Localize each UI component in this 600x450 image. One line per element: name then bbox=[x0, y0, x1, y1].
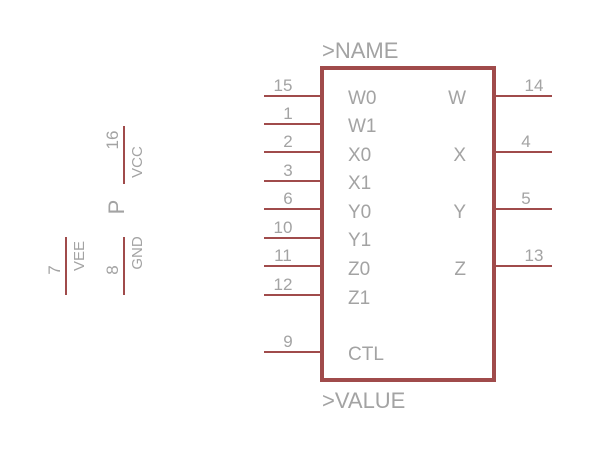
pin-label: VCC bbox=[129, 146, 146, 178]
pin-number: 1 bbox=[283, 104, 292, 123]
right-pins: 14 W 4 X 5 Y 13 Z bbox=[448, 76, 552, 280]
pin-label: W0 bbox=[348, 88, 377, 109]
pin-z1[interactable]: 12 Z1 bbox=[264, 275, 370, 309]
left-pins: 15 W0 1 W1 2 X0 3 X1 6 Y0 10 Y1 bbox=[264, 76, 384, 365]
pin-x0[interactable]: 2 X0 bbox=[264, 132, 371, 166]
pin-number: 5 bbox=[521, 189, 530, 208]
pin-label: Z0 bbox=[348, 259, 370, 280]
pin-number: 7 bbox=[45, 265, 64, 274]
power-pin-gnd[interactable]: 8 GND bbox=[103, 236, 146, 295]
power-pin-vcc[interactable]: 16 VCC bbox=[103, 126, 146, 184]
pin-label: Y0 bbox=[348, 202, 371, 223]
pin-label: W bbox=[448, 88, 466, 109]
component-body[interactable] bbox=[320, 66, 496, 382]
pin-number: 4 bbox=[521, 132, 530, 151]
pin-label: X0 bbox=[348, 145, 371, 166]
pin-number: 12 bbox=[274, 275, 293, 294]
pin-number: 14 bbox=[525, 76, 544, 95]
pin-w1[interactable]: 1 W1 bbox=[264, 104, 377, 137]
pin-number: 9 bbox=[283, 332, 292, 351]
pin-label: VEE bbox=[71, 241, 88, 271]
pin-label: W1 bbox=[348, 116, 377, 137]
pin-y[interactable]: 5 Y bbox=[453, 189, 552, 223]
pin-label: CTL bbox=[348, 344, 384, 365]
pin-number: 8 bbox=[103, 265, 122, 274]
pin-label: Z bbox=[454, 259, 466, 280]
pin-number: 16 bbox=[103, 131, 122, 150]
pin-x[interactable]: 4 X bbox=[453, 132, 552, 166]
power-part: P 16 VCC 8 GND 7 VEE bbox=[45, 126, 146, 295]
pin-number: 2 bbox=[283, 132, 292, 151]
pin-number: 11 bbox=[274, 246, 292, 265]
value-placeholder: >VALUE bbox=[322, 388, 405, 413]
pin-label: Y1 bbox=[348, 230, 371, 251]
pin-number: 3 bbox=[283, 161, 292, 180]
pin-w[interactable]: 14 W bbox=[448, 76, 552, 109]
pin-z0[interactable]: 11 Z0 bbox=[264, 246, 370, 280]
pin-label: Y bbox=[453, 202, 466, 223]
pin-y1[interactable]: 10 Y1 bbox=[264, 218, 371, 251]
pin-label: GND bbox=[129, 236, 146, 270]
pin-ctl[interactable]: 9 CTL bbox=[264, 332, 384, 365]
pin-number: 13 bbox=[525, 246, 544, 265]
pin-number: 15 bbox=[274, 76, 293, 95]
pin-x1[interactable]: 3 X1 bbox=[264, 161, 371, 194]
power-part-label: P bbox=[104, 200, 129, 215]
pin-label: Z1 bbox=[348, 288, 370, 309]
pin-z[interactable]: 13 Z bbox=[454, 246, 552, 280]
pin-number: 6 bbox=[283, 189, 292, 208]
pin-label: X1 bbox=[348, 173, 371, 194]
power-pin-vee[interactable]: 7 VEE bbox=[45, 237, 88, 295]
pin-label: X bbox=[453, 145, 466, 166]
pin-w0[interactable]: 15 W0 bbox=[264, 76, 377, 109]
name-placeholder: >NAME bbox=[322, 38, 398, 63]
pin-y0[interactable]: 6 Y0 bbox=[264, 189, 371, 223]
pin-number: 10 bbox=[274, 218, 293, 237]
